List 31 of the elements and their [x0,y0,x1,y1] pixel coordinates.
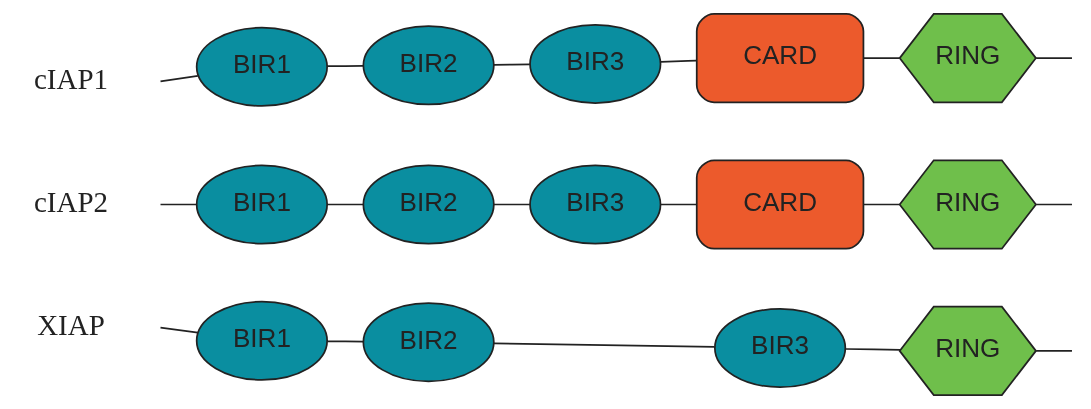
connector [492,342,715,348]
node-ellipse: BIR3 [528,164,661,245]
label: XIAP [36,308,105,341]
connector [844,348,901,351]
node-ellipse: BIR2 [362,25,495,106]
node-ellipse: BIR1 [195,300,328,381]
connector [492,63,531,66]
node-ellipse: BIR1 [195,26,328,107]
node-ellipse: BIR2 [362,302,495,383]
connector [1034,350,1073,352]
node-ellipse: BIR3 [528,23,661,104]
node-box: CARD [695,13,864,104]
connector [325,203,364,206]
label: cIAP2 [33,185,108,218]
connector [659,59,697,63]
connector [159,203,197,206]
label: cIAP1 [33,62,108,95]
connector [659,203,697,206]
connector [159,326,199,334]
node-ellipse: BIR3 [713,308,846,388]
node-ellipse: BIR1 [195,164,328,245]
connector [492,203,531,206]
connector [862,57,900,59]
node-box: CARD [695,159,864,250]
connector [1034,203,1073,206]
connector [325,65,364,68]
connector [159,75,199,83]
connector [325,340,364,343]
connector [1034,57,1073,59]
node-ellipse: BIR2 [362,164,495,245]
connector [862,203,900,206]
